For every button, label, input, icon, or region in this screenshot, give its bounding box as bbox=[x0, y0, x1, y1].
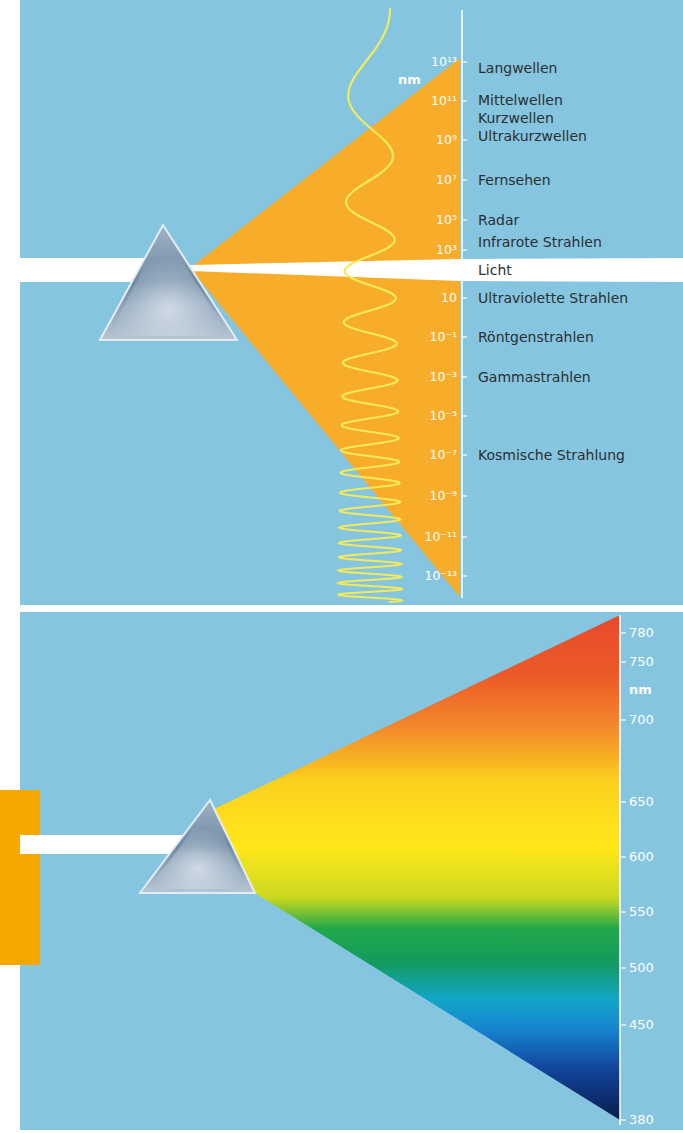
wave-line bbox=[338, 8, 401, 602]
scale-value: 10⁻⁷ bbox=[429, 448, 457, 462]
scale-tick bbox=[620, 661, 626, 662]
scale-tick bbox=[620, 1119, 626, 1120]
unit-label: nm bbox=[629, 683, 652, 698]
band-name: Kosmische Strahlung bbox=[478, 447, 625, 463]
band-name: Licht bbox=[478, 262, 512, 278]
scale-value: 10⁻⁵ bbox=[429, 409, 457, 423]
scale-value: 10⁹ bbox=[436, 133, 457, 147]
band-name: Ultrakurzwellen bbox=[478, 128, 587, 144]
wavelength-value: 380 bbox=[629, 1113, 654, 1128]
scale-ticks bbox=[462, 62, 467, 576]
scale-value: 10³ bbox=[436, 243, 457, 257]
accent-bar bbox=[0, 790, 40, 965]
scale-tick bbox=[620, 967, 626, 968]
panel-background bbox=[20, 0, 683, 605]
scale-tick bbox=[462, 495, 467, 496]
scale-value: 10⁻⁹ bbox=[429, 489, 457, 503]
spectrum-fan bbox=[212, 615, 620, 1120]
unit-label: nm bbox=[398, 73, 421, 88]
band-name: Ultraviolette Strahlen bbox=[478, 290, 628, 306]
wavelength-value: 450 bbox=[629, 1018, 654, 1033]
scale-tick bbox=[462, 179, 467, 180]
prism bbox=[140, 800, 255, 893]
scale-tick bbox=[462, 376, 467, 377]
wavelength-value: 780 bbox=[629, 626, 654, 641]
scale-value: 10¹¹ bbox=[431, 94, 457, 108]
scale-value: 10⁻¹³ bbox=[424, 569, 457, 583]
scale-tick bbox=[462, 536, 467, 537]
scale-axis bbox=[619, 615, 621, 1125]
scale-value: 10⁷ bbox=[436, 173, 457, 187]
scale-tick bbox=[462, 139, 467, 140]
scale-ticks bbox=[620, 633, 626, 1120]
wavelength-value: 750 bbox=[629, 655, 654, 670]
band-name: Radar bbox=[478, 212, 519, 228]
band-name: Fernsehen bbox=[478, 172, 551, 188]
wavelength-value: 650 bbox=[629, 795, 654, 810]
scale-tick bbox=[620, 719, 626, 720]
scale-tick bbox=[462, 454, 467, 455]
scale-tick bbox=[462, 61, 467, 62]
scale-axis bbox=[461, 10, 463, 598]
scale-value: 10⁻¹ bbox=[429, 330, 457, 344]
scale-tick bbox=[462, 219, 467, 220]
wavelength-value: 600 bbox=[629, 850, 654, 865]
scale-tick bbox=[462, 249, 467, 250]
light-band bbox=[190, 258, 683, 282]
prism-glow bbox=[108, 232, 230, 336]
scale-value: 10⁻³ bbox=[429, 370, 457, 384]
scale-tick bbox=[620, 856, 626, 857]
wavelength-value: 500 bbox=[629, 961, 654, 976]
wavelength-value: 700 bbox=[629, 713, 654, 728]
scale-value: 10 bbox=[441, 291, 457, 305]
band-name: Langwellen bbox=[478, 60, 557, 76]
wavelength-value: 550 bbox=[629, 905, 654, 920]
scale-tick bbox=[462, 415, 467, 416]
band-name: Röntgenstrahlen bbox=[478, 329, 594, 345]
scale-value: 10⁻¹¹ bbox=[424, 530, 457, 544]
band-name: Mittelwellen bbox=[478, 92, 563, 108]
scale-tick bbox=[620, 911, 626, 912]
panel-background bbox=[20, 612, 683, 1130]
scale-tick bbox=[620, 1024, 626, 1025]
scale-tick bbox=[462, 575, 467, 576]
scale-value: 10⁵ bbox=[436, 213, 457, 227]
scale-tick bbox=[620, 632, 626, 633]
spectrum-fan bbox=[190, 58, 460, 597]
scale-tick bbox=[462, 297, 467, 298]
scale-tick bbox=[620, 801, 626, 802]
scale-tick bbox=[462, 100, 467, 101]
band-name: Infrarote Strahlen bbox=[478, 234, 602, 250]
prism bbox=[100, 225, 237, 340]
band-name: Gammastrahlen bbox=[478, 369, 591, 385]
band-name: Kurzwellen bbox=[478, 110, 554, 126]
scale-tick bbox=[462, 336, 467, 337]
scale-value: 10¹³ bbox=[431, 55, 457, 69]
prism-glow bbox=[148, 808, 248, 889]
